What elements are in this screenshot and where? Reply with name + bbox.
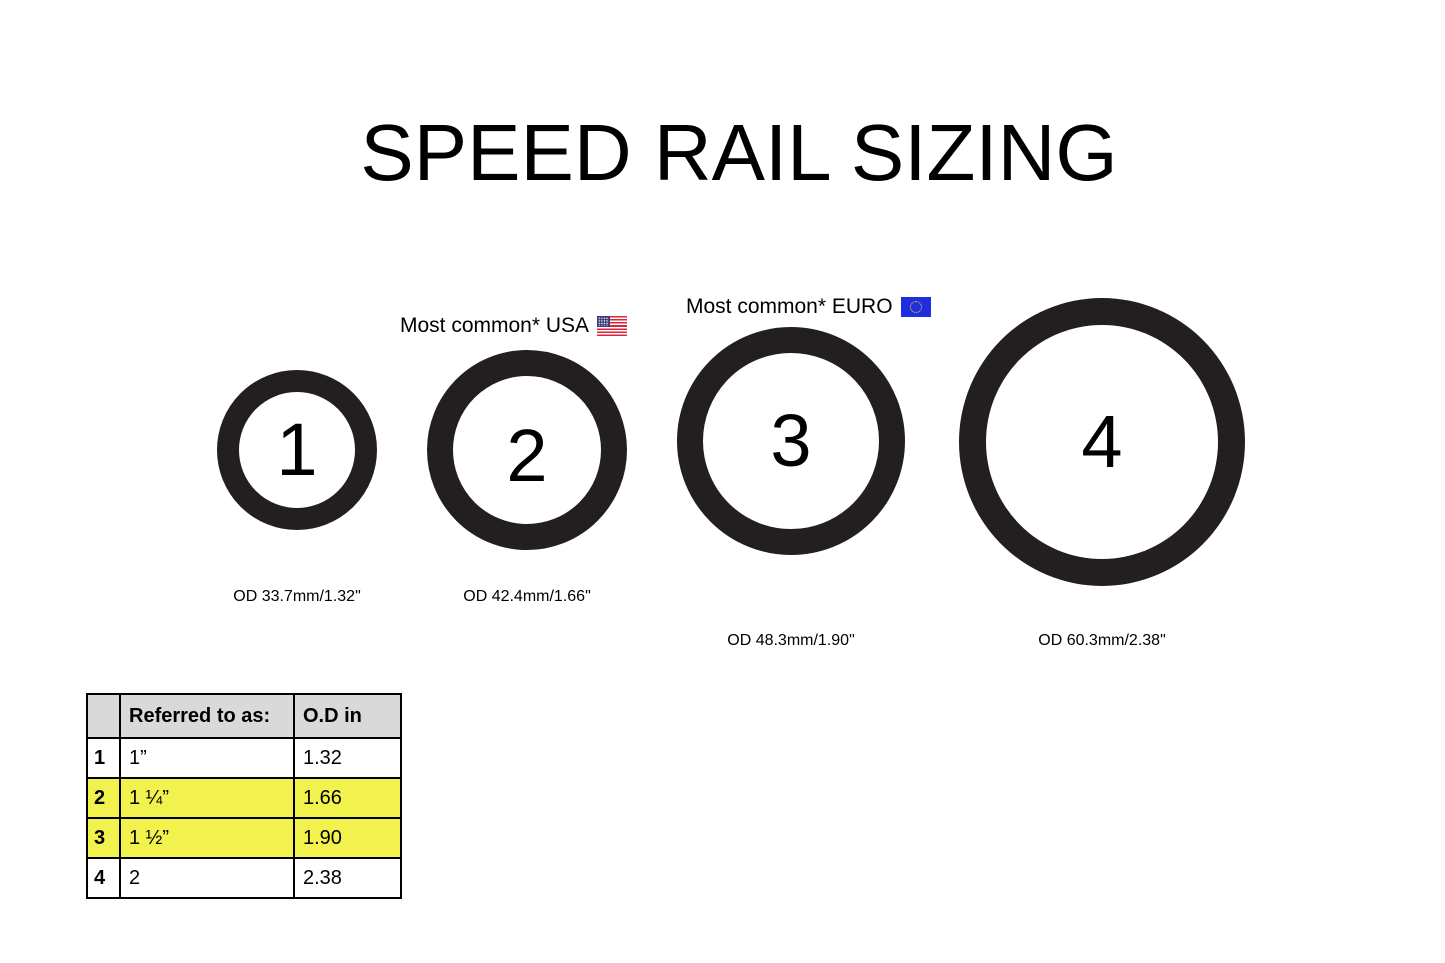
table-header-row: Referred to as: O.D in bbox=[86, 693, 402, 739]
ring-size-4: 4 bbox=[959, 298, 1245, 586]
table-row-highlighted: 3 1 ½” 1.90 bbox=[86, 817, 402, 859]
table-row-highlighted: 2 1 ¼” 1.66 bbox=[86, 777, 402, 819]
callout-euro-label: Most common* EURO bbox=[686, 295, 893, 318]
table-row: 4 2 2.38 bbox=[86, 857, 402, 899]
row-index: 2 bbox=[86, 777, 121, 819]
od-label-3: OD 48.3mm/1.90" bbox=[727, 632, 855, 649]
row-index: 3 bbox=[86, 817, 121, 859]
table-header-od-in: O.D in bbox=[293, 693, 402, 739]
row-index: 1 bbox=[86, 737, 121, 779]
ring-number: 2 bbox=[506, 414, 548, 497]
ring-number: 3 bbox=[770, 399, 812, 482]
table-header-referred-to-as: Referred to as: bbox=[119, 693, 295, 739]
callout-usa-label: Most common* USA bbox=[400, 314, 590, 337]
eu-flag-icon bbox=[900, 297, 931, 317]
page-title: SPEED RAIL SIZING bbox=[360, 108, 1118, 197]
row-name: 1 ½” bbox=[119, 817, 295, 859]
callout-most-common-euro: Most common* EURO bbox=[686, 295, 931, 319]
sizing-table: Referred to as: O.D in 1 1” 1.32 2 1 ¼” … bbox=[86, 693, 402, 899]
row-od: 2.38 bbox=[293, 857, 402, 899]
row-index: 4 bbox=[86, 857, 121, 899]
row-name: 2 bbox=[119, 857, 295, 899]
od-label-1: OD 33.7mm/1.32" bbox=[233, 588, 361, 605]
od-label-4: OD 60.3mm/2.38" bbox=[1038, 632, 1166, 649]
ring-number: 1 bbox=[276, 408, 318, 491]
ring-size-1: 1 bbox=[217, 370, 377, 530]
row-od: 1.66 bbox=[293, 777, 402, 819]
row-name: 1 ¼” bbox=[119, 777, 295, 819]
ring-size-2: 2 bbox=[427, 350, 627, 550]
callout-most-common-usa: Most common* USA bbox=[400, 314, 628, 338]
od-label-2: OD 42.4mm/1.66" bbox=[463, 588, 591, 605]
ring-size-3: 3 bbox=[677, 327, 905, 555]
row-name: 1” bbox=[119, 737, 295, 779]
table-header-index bbox=[86, 693, 121, 739]
row-od: 1.32 bbox=[293, 737, 402, 779]
us-flag-icon bbox=[597, 316, 628, 336]
table-row: 1 1” 1.32 bbox=[86, 737, 402, 779]
ring-number: 4 bbox=[1081, 400, 1123, 483]
row-od: 1.90 bbox=[293, 817, 402, 859]
